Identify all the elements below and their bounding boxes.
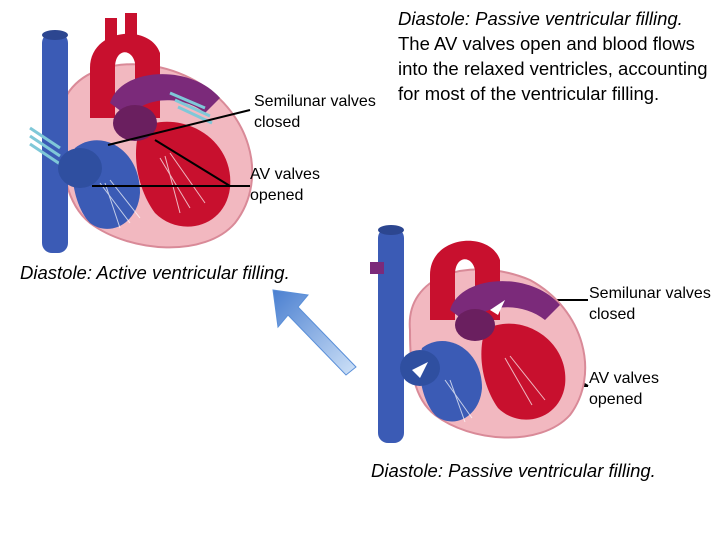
heart-diagram-active xyxy=(20,8,270,263)
description-body: The AV valves open and blood flows into … xyxy=(398,33,708,104)
pointer-av-1a xyxy=(154,139,231,187)
label-av-opened-2: AV valves opened xyxy=(589,370,659,408)
label-av-opened-1: AV valves opened xyxy=(250,166,320,204)
description-text: Diastole: Passive ventricular filling. T… xyxy=(398,6,716,106)
heart-illustration xyxy=(370,225,587,443)
heart-diagram-passive xyxy=(370,220,600,450)
transition-arrow-icon xyxy=(272,289,357,376)
description-heading: Diastole: Passive ventricular filling. xyxy=(398,8,683,29)
caption-passive-filling: Diastole: Passive ventricular filling. xyxy=(371,460,656,481)
pointer-semilunar-1 xyxy=(107,109,251,146)
caption-active-filling: Diastole: Active ventricular filling. xyxy=(20,262,290,283)
label-semilunar-closed-2: Semilunar valves closed xyxy=(589,285,711,323)
label-semilunar-closed-1: Semilunar valves closed xyxy=(254,93,376,131)
heart-illustration xyxy=(29,13,254,253)
